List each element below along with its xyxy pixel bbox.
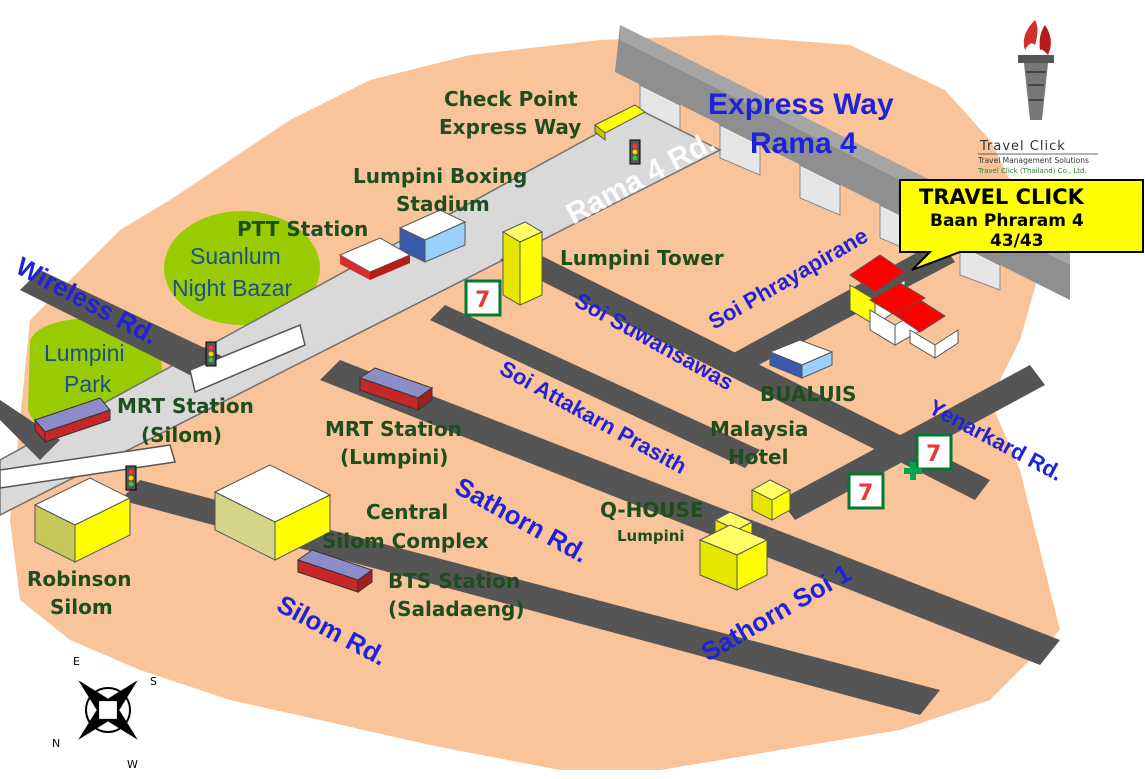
malaysia-label-1: Malaysia bbox=[710, 417, 808, 441]
compass-rose-icon bbox=[78, 680, 138, 740]
logo-name: Travel Click bbox=[979, 139, 1066, 154]
svg-text:7: 7 bbox=[475, 288, 490, 313]
mrt-lumpini-label-2: (Lumpini) bbox=[340, 445, 448, 469]
sathorn-road bbox=[320, 360, 1060, 665]
central-label-2: Silom Complex bbox=[322, 529, 489, 553]
checkpoint-building bbox=[594, 104, 646, 142]
mrt-lumpini-train-icon bbox=[358, 367, 434, 411]
malaysia-hotel-building bbox=[750, 479, 792, 521]
boxing-label-2: Stadium bbox=[396, 192, 490, 216]
bualuis-building bbox=[768, 339, 834, 379]
mrt-lumpini-label-1: MRT Station bbox=[325, 417, 462, 441]
qhouse-building bbox=[698, 511, 769, 591]
qhouse-label-2: Lumpini bbox=[617, 527, 685, 545]
pharmacy-cross-icon bbox=[904, 462, 922, 480]
compass-s: S bbox=[150, 675, 157, 688]
seven-eleven-icon: 7 bbox=[464, 279, 502, 317]
ptt-station-building bbox=[338, 237, 412, 280]
robinson-label-1: Robinson bbox=[27, 567, 131, 591]
traffic-light-icon bbox=[125, 465, 137, 491]
travel-click-logo: Travel Click Travel Management Solutions… bbox=[977, 20, 1098, 175]
compass-n: N bbox=[52, 737, 60, 750]
traffic-light-icon bbox=[629, 139, 641, 165]
malaysia-label-2: Hotel bbox=[728, 445, 788, 469]
bts-train-icon bbox=[296, 549, 374, 593]
logo-company: Travel Click (Thailand) Co., Ltd. bbox=[977, 167, 1087, 175]
central-label-1: Central bbox=[366, 500, 448, 524]
callout-line3: 43/43 bbox=[990, 231, 1044, 251]
checkpoint-label-2: Express Way bbox=[439, 115, 581, 139]
soi-attakarn-road bbox=[430, 305, 760, 468]
boxing-label-1: Lumpini Boxing bbox=[353, 164, 527, 188]
compass-w: W bbox=[127, 758, 138, 771]
checkpoint-label-1: Check Point bbox=[444, 87, 578, 111]
wireless-road bbox=[20, 270, 230, 385]
ptt-label: PTT Station bbox=[237, 217, 368, 241]
compass-e: E bbox=[73, 655, 80, 668]
robinson-building bbox=[33, 477, 132, 563]
bts-label-2: (Saladaeng) bbox=[388, 597, 524, 621]
soi-suwansawas-road bbox=[500, 245, 990, 500]
callout-line2: Baan Phraram 4 bbox=[930, 211, 1084, 231]
seven-eleven-icon: 7 bbox=[847, 472, 885, 510]
boxing-stadium-building bbox=[398, 209, 467, 263]
silom-road bbox=[120, 480, 940, 715]
logo-tagline: Travel Management Solutions bbox=[977, 156, 1089, 165]
overpass bbox=[0, 323, 306, 489]
bts-label-1: BTS Station bbox=[388, 569, 520, 593]
bualuis-label: BUALUIS bbox=[760, 382, 856, 406]
mrt-silom-label-2: (Silom) bbox=[141, 423, 222, 447]
mrt-silom-train-icon bbox=[34, 397, 111, 444]
seven-eleven-icon: 7 bbox=[915, 433, 953, 471]
callout-title: TRAVEL CLICK bbox=[919, 185, 1085, 209]
suanlum-park-shape bbox=[164, 211, 320, 325]
mrt-silom-label-1: MRT Station bbox=[117, 394, 254, 418]
wireless-road-lower bbox=[0, 400, 60, 460]
svg-text:7: 7 bbox=[926, 442, 941, 467]
yenarkard-road bbox=[780, 365, 1045, 520]
expressway-label-1: Express Way bbox=[708, 88, 894, 121]
travel-click-callout: TRAVEL CLICK Baan Phraram 4 43/43 bbox=[899, 179, 1144, 271]
central-building bbox=[213, 464, 332, 561]
qhouse-label-1: Q-HOUSE bbox=[600, 498, 704, 522]
travel-click-houses bbox=[849, 254, 959, 359]
lumpini-tower-building bbox=[501, 221, 544, 306]
lumpini-tower-label: Lumpini Tower bbox=[560, 246, 724, 270]
lumpini-park-label-2: Park bbox=[64, 371, 112, 397]
lumpini-park-label-1: Lumpini bbox=[44, 340, 125, 366]
svg-text:7: 7 bbox=[858, 481, 873, 506]
robinson-label-2: Silom bbox=[50, 595, 113, 619]
expressway-label-2: Rama 4 bbox=[750, 127, 857, 160]
suanlum-label-1: Suanlum bbox=[190, 243, 281, 269]
traffic-light-icon bbox=[205, 341, 217, 367]
suanlum-label-2: Night Bazar bbox=[172, 275, 293, 301]
